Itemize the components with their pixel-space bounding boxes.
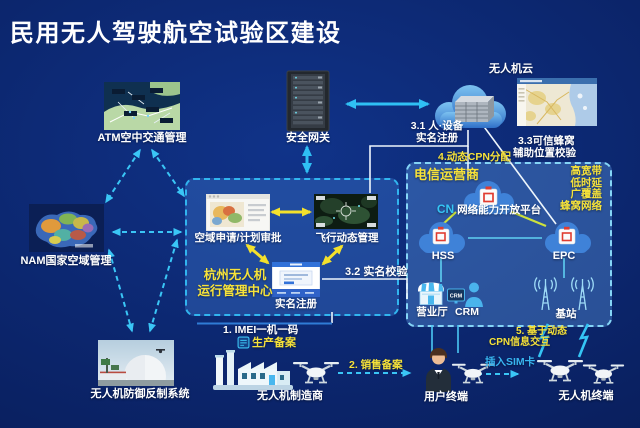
hangzhou-center-title: 杭州无人机 运行管理中心 — [197, 268, 273, 298]
annotation-sim: 插入SIM卡 — [485, 356, 536, 368]
flight-label: 飞行动态管理 — [315, 232, 379, 244]
drone-icon — [537, 360, 583, 382]
atm-map-image — [104, 82, 180, 130]
nam-china-map-image — [29, 204, 104, 252]
airspace-label: 空域申请/计划审批 — [194, 232, 282, 244]
annotation-1b: 生产备案 — [252, 337, 296, 349]
cn-platform-label: CN 网络能力开放平台 — [436, 202, 542, 216]
base-station-tower-icon — [534, 277, 557, 310]
arrow-nam-defense — [107, 248, 134, 333]
airspace-application-image — [206, 194, 270, 231]
annotation-5-line1: 5. 基于动态 — [516, 326, 568, 337]
arrow-atm-nam — [105, 148, 141, 204]
drone-cloud-label: 无人机云 — [489, 63, 533, 75]
drone-cloud-icon — [435, 85, 506, 130]
drone-terminal-label: 无人机终端 — [558, 390, 614, 402]
bolt-station-drone-2 — [577, 323, 590, 358]
nam-label: NAM国家空域管理 — [20, 255, 112, 267]
registration-website-image — [272, 262, 320, 297]
telecom-title: 电信运营商 — [414, 167, 480, 182]
manufacturer-label: 无人机制造商 — [257, 390, 323, 402]
record-doc-icon — [237, 336, 250, 349]
factory-icon — [213, 350, 293, 390]
arrow-atm-center — [151, 148, 185, 198]
annotation-3-2: 3.2 实名校验 — [345, 266, 408, 278]
annotation-3-3-line1: 3.3可信蜂窝 — [518, 135, 575, 147]
atm-label: ATM空中交通管理 — [97, 132, 187, 144]
defense-label: 无人机防御反制系统 — [90, 388, 190, 400]
epc-label: EPC — [552, 250, 576, 262]
annotation-1: 1. IMEI一机一码 — [223, 324, 299, 336]
cloud-map-screenshot — [517, 78, 597, 126]
user-person-icon — [426, 348, 451, 392]
base-station-tower-icon — [571, 277, 594, 310]
epc-cloud-icon — [545, 222, 591, 253]
crm-screen-text: CRM — [450, 294, 463, 300]
user-terminal-label: 用户终端 — [424, 391, 468, 403]
drone-icon — [451, 363, 495, 384]
annotation-3-1: 3.1 人·设备 实名注册 — [410, 120, 464, 145]
network-features: 高宽带 低时延 广覆盖 蜂窝网络 — [560, 165, 602, 212]
crm-icon: CRM — [447, 282, 483, 307]
station-label: 基站 — [555, 308, 577, 320]
annotation-5-line2: CPN信息交互 — [489, 337, 551, 348]
drone-icon — [582, 364, 625, 384]
hss-cloud-icon — [419, 222, 465, 253]
annotation-4: 4.动态CPN分配 — [438, 151, 511, 163]
annotation-3-3-line2: 辅助位置校验 — [513, 147, 576, 159]
business-hall-icon — [418, 282, 444, 305]
annotation-2: 2. 销售备案 — [349, 359, 403, 371]
page-title: 民用无人驾驶航空试验区建设 — [10, 20, 342, 47]
security-gateway-server — [286, 70, 330, 132]
crm-label: CRM — [455, 306, 479, 318]
hss-label: HSS — [431, 250, 455, 262]
arrow-center-defense — [148, 238, 179, 333]
gateway-label: 安全网关 — [286, 132, 330, 144]
flight-dynamics-image — [314, 194, 378, 229]
drone-icon — [293, 362, 339, 384]
defense-system-photo — [98, 340, 174, 386]
registration-label: 实名注册 — [275, 298, 317, 310]
hall-label: 营业厅 — [416, 306, 448, 318]
